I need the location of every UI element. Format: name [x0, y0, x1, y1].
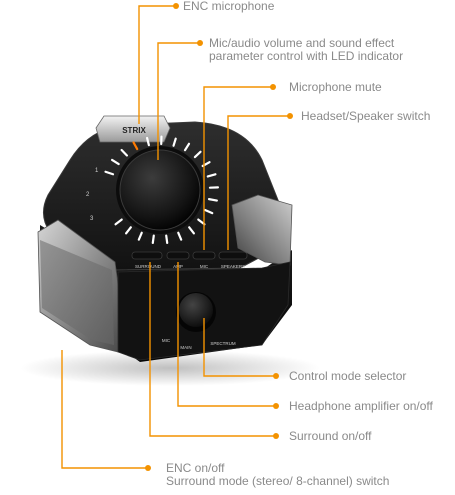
leader-enc-surround-mode — [61, 350, 148, 469]
device-logo: STRIX — [122, 126, 146, 135]
dial-mark-3: 3 — [90, 216, 94, 222]
dot-microphone-mute — [270, 84, 276, 90]
led-segment — [172, 137, 177, 147]
enc-microphone-plate — [95, 115, 171, 143]
leader-control-mode-selector — [203, 318, 276, 377]
led-segment — [206, 173, 217, 178]
leader-microphone-mute — [203, 86, 273, 250]
mode-label-mic: MIC — [162, 338, 171, 343]
floor-shadow — [20, 350, 320, 386]
dot-enc-microphone — [173, 3, 179, 9]
label-surround: Surround on/off — [289, 430, 372, 443]
label-enc-surround-mode-line-1: ENC on/off — [166, 461, 225, 475]
amp-button[interactable] — [166, 251, 190, 260]
label-control-mode-selector: Control mode selector — [289, 370, 406, 383]
led-segment — [177, 231, 183, 241]
label-volume-control-line-1: Mic/audio volume and sound effect — [209, 36, 395, 50]
mode-label-spectrum: SPECTRUM — [210, 341, 236, 346]
led-segment — [125, 226, 132, 235]
mic-button-label: MIC — [200, 264, 209, 269]
leader-surround — [149, 262, 276, 437]
led-segment — [151, 234, 155, 245]
mic-button[interactable] — [192, 251, 216, 260]
button-row: SURROUND AMP MIC SPEAKERS — [131, 251, 248, 269]
speakers-button-label: SPEAKERS — [221, 264, 245, 269]
dot-volume-control — [197, 40, 203, 46]
volume-knob[interactable] — [120, 150, 200, 230]
callout-leaders — [61, 5, 290, 469]
led-segment — [188, 226, 195, 235]
dial-mark-1: 1 — [95, 168, 99, 174]
led-segment — [203, 208, 214, 215]
volume-knob-highlight — [119, 149, 201, 231]
dial-mark-2: 2 — [86, 192, 90, 198]
mode-label-main: MAIN — [180, 345, 191, 350]
label-headphone-amp: Headphone amplifier on/off — [289, 400, 433, 413]
leader-enc-microphone — [138, 5, 176, 124]
label-volume-control: Mic/audio volume and sound effect parame… — [209, 37, 403, 63]
label-headset-switch: Headset/Speaker switch — [301, 110, 430, 123]
left-foot-face — [40, 240, 114, 345]
dot-headphone-amp — [273, 403, 279, 409]
leader-volume-control — [157, 42, 200, 160]
dot-control-mode-selector — [273, 373, 279, 379]
label-volume-control-line-2: parameter control with LED indicator — [209, 49, 404, 63]
leader-headset-switch — [227, 115, 290, 250]
mode-selector-knob[interactable] — [179, 293, 213, 327]
dot-headset-switch — [287, 113, 293, 119]
callout-dots — [145, 3, 293, 471]
label-enc-surround-mode: ENC on/off Surround mode (stereo/ 8-chan… — [166, 462, 389, 488]
dot-enc-surround-mode — [145, 465, 151, 471]
leader-headphone-amp — [177, 262, 276, 407]
label-microphone-mute: Microphone mute — [289, 81, 382, 94]
led-segment — [165, 234, 169, 245]
led-segment-active — [132, 141, 139, 151]
label-control-mode-selector-line: Control mode selector — [289, 369, 407, 383]
label-enc-microphone-line: ENC microphone — [183, 0, 275, 13]
label-headphone-amp-line: Headphone amplifier on/off — [289, 399, 433, 413]
speakers-button[interactable] — [218, 251, 248, 260]
led-segment — [183, 142, 191, 152]
label-enc-microphone: ENC microphone — [183, 0, 274, 13]
led-segment — [120, 148, 129, 157]
label-headset-switch-line: Headset/Speaker switch — [301, 109, 431, 123]
surround-button-label: SURROUND — [135, 264, 162, 269]
led-segment — [207, 198, 218, 202]
led-segment — [193, 150, 202, 159]
label-surround-line: Surround on/off — [289, 429, 372, 443]
led-segment — [104, 170, 115, 176]
label-enc-surround-mode-line-2: Surround mode (stereo/ 8-channel) switch — [166, 474, 390, 488]
dot-surround — [273, 433, 279, 439]
led-segment — [110, 158, 120, 166]
label-microphone-mute-line: Microphone mute — [289, 80, 382, 94]
led-segment — [137, 231, 143, 241]
led-segment — [114, 218, 123, 226]
led-segment — [145, 136, 150, 147]
surround-button[interactable] — [131, 251, 163, 260]
